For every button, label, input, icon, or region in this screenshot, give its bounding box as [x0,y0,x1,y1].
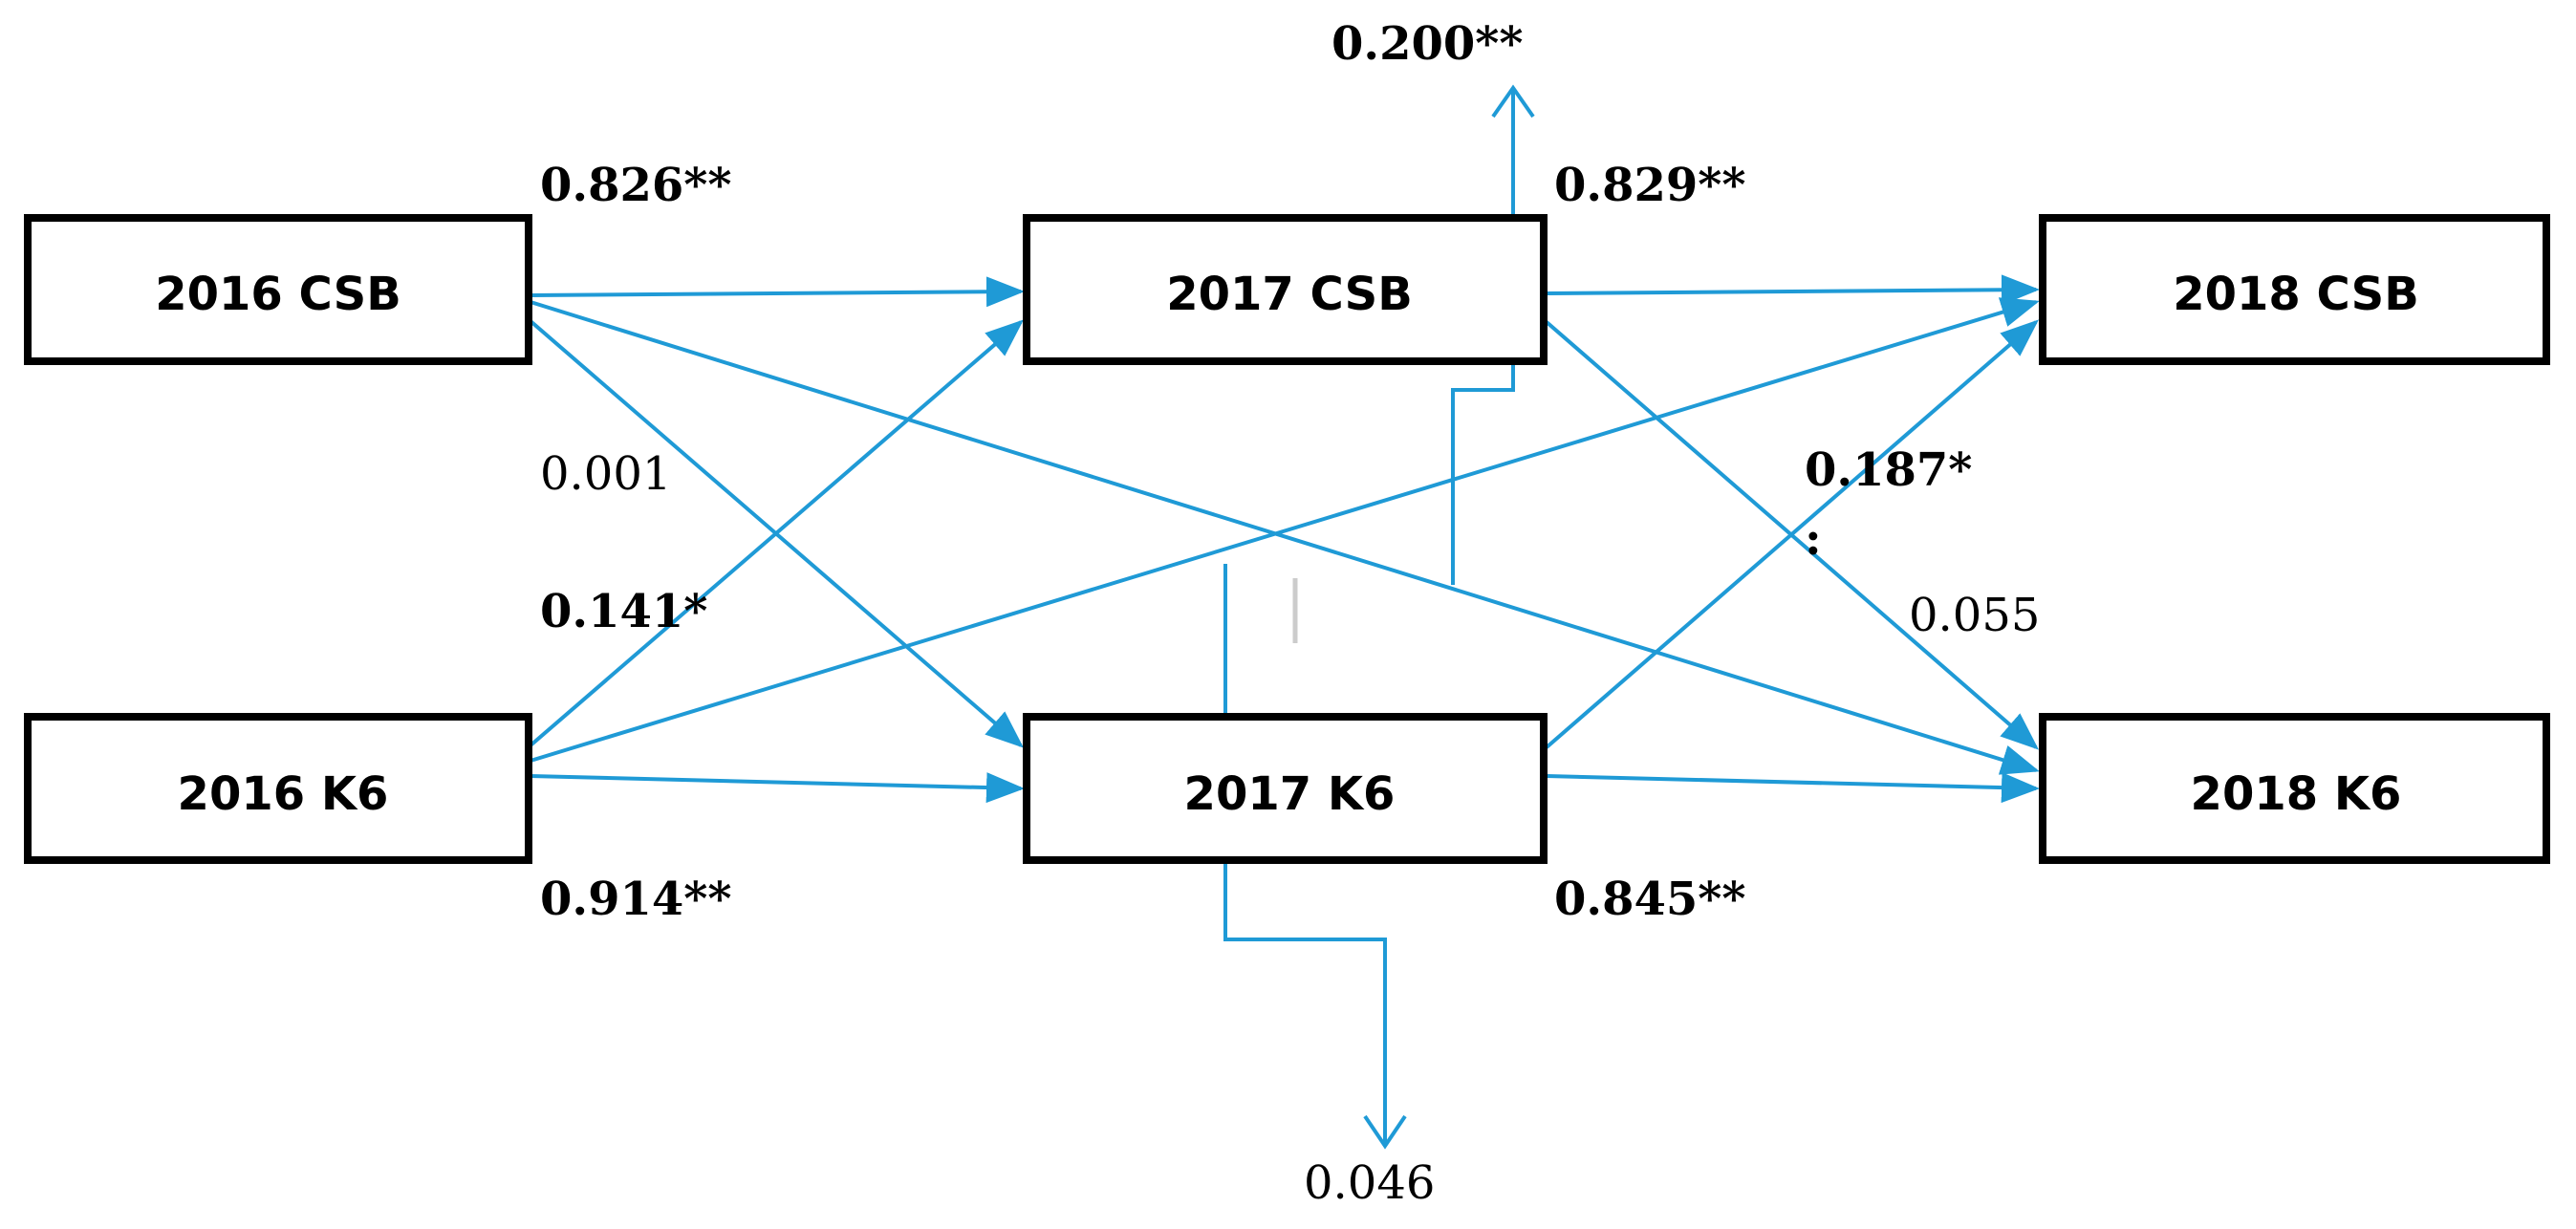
arrow-k6-16-csb18 [530,297,2040,763]
coef-cross-csb17-k6-18: 0.055 [1909,589,2040,642]
node-2018-k6: 2018 K6 [2039,713,2550,864]
arrow-csb16-k6-18 [530,300,2040,775]
node-2017-csb: 2017 CSB [1023,214,1548,365]
indirect-path-top-arrowhead [1491,84,1535,119]
node-2016-csb: 2016 CSB [24,214,532,365]
arrow-k6-17-k6-18 [1546,772,2040,804]
coef-cross-k6-16-csb17: 0.141* [540,585,707,638]
coef-k6-17-k6-18: 0.845** [1554,873,1746,926]
node-2018-csb-label: 2018 CSB [2173,268,2419,321]
node-2016-csb-label: 2016 CSB [155,268,401,321]
arrow-csb17-csb18 [1546,274,2040,306]
arrow-k6-17-csb18 [1545,319,2040,749]
coef-indirect-top: 0.200** [1331,17,1524,71]
arrow-k6-16-csb17 [529,319,1025,747]
coef-indirect-bottom: 0.046 [1304,1156,1435,1210]
node-2016-k6-label: 2016 K6 [178,767,389,821]
coef-k6-16-k6-17: 0.914** [540,873,732,926]
arrow-k6-16-k6-17 [530,772,1025,804]
coef-csb16-csb17: 0.826** [540,159,732,212]
coef-cross-csb16-k6-17: 0.001 [540,447,671,501]
node-2016-k6: 2016 K6 [24,713,532,864]
node-2018-k6-label: 2018 K6 [2191,767,2402,821]
coef-csb17-csb18: 0.829** [1554,159,1746,212]
indirect-path-bottom-arrowhead [1363,1114,1407,1150]
coef-cross-k6-17-csb18: 0.187* [1805,443,1972,497]
coef-stray-colon: : [1805,512,1822,566]
node-2017-k6: 2017 K6 [1023,713,1548,864]
node-2018-csb: 2018 CSB [2039,214,2550,365]
arrow-csb16-csb17 [530,276,1025,308]
path-arrows [529,84,2040,1150]
node-2017-k6-label: 2017 K6 [1184,767,1396,821]
node-2017-csb-label: 2017 CSB [1166,268,1413,321]
